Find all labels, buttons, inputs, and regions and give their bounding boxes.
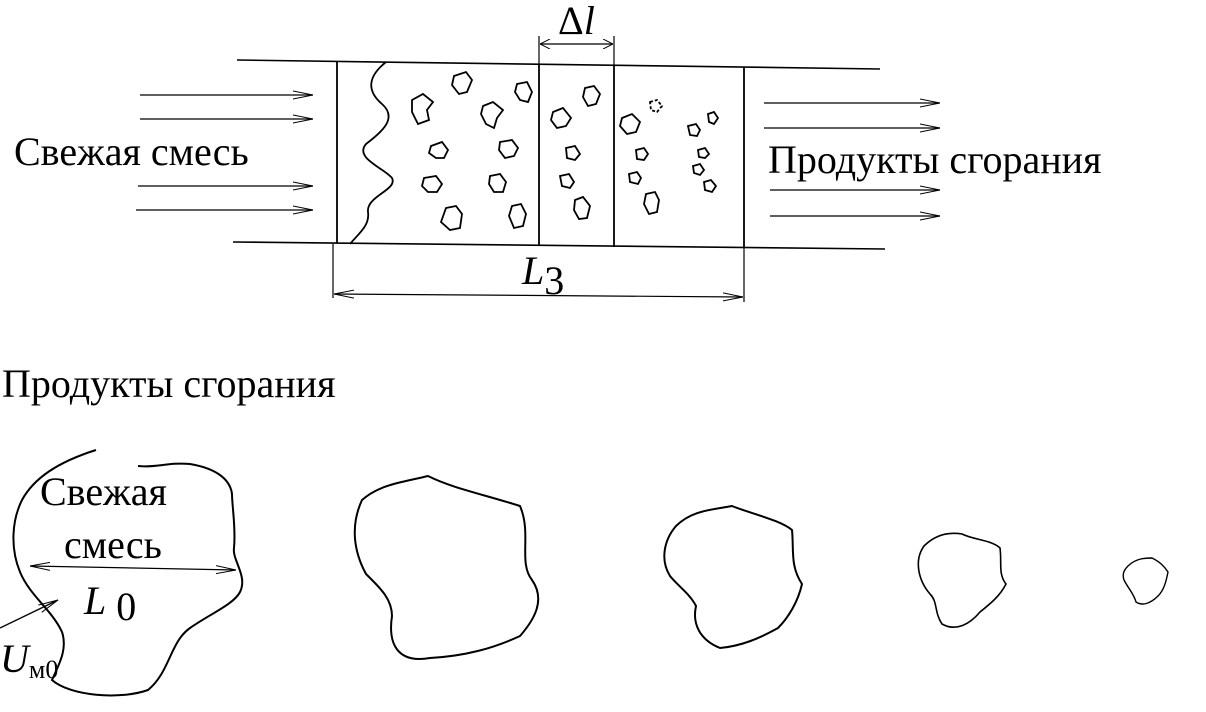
products-label-bottom: Продукты сгорания [2,361,335,406]
l0-dimension-arrow [30,566,236,570]
pocket-blob [619,112,642,135]
pocket-blob [427,140,450,159]
pocket-blob [565,144,582,162]
flame-front-wave [349,61,394,245]
pocket-blob [480,100,505,130]
pocket-blob [643,190,660,216]
pocket-fresh-line2: смесь [64,522,162,567]
um0-label: Uм0 [0,636,58,684]
pocket-blob [411,92,435,126]
pocket-blob [582,84,602,108]
pocket-medium [353,474,540,660]
mixture-pockets [411,70,720,231]
pocket-large [12,449,244,697]
inflow-arrows [136,95,313,210]
pocket-blob [649,98,664,114]
pocket-blob [691,162,706,177]
pocket-blob [498,139,520,160]
pocket-blob [508,202,527,230]
delta-l-label: Δl [558,0,595,43]
pocket-blob [514,80,533,104]
pocket-blob [439,205,463,231]
pocket-blob [421,175,444,193]
channel-diagram: Δl L3 Свежая смесь Продукты сгорания [14,0,1101,303]
pocket-smaller [917,532,1007,628]
pocket-blob [550,106,573,130]
pocket-blob [703,178,718,194]
l3-dimension-arrow [334,294,743,297]
pocket-blob [488,173,507,193]
fresh-mix-label: Свежая смесь [14,129,249,174]
pocket-blob [686,122,702,137]
pocket-fresh-line1: Свежая [40,469,167,514]
pocket-small [663,504,804,650]
pocket-blob [707,110,720,126]
l3-label: L3 [521,248,564,303]
pocket-blob [628,170,643,186]
products-label-right: Продукты сгорания [768,137,1101,182]
channel-bottom-wall [232,241,886,250]
pocket-blob [696,146,711,159]
um0-arrow [0,599,58,629]
pocket-smallest [1122,557,1169,605]
outflow-arrows [764,103,940,216]
pocket-blob [635,146,650,161]
pocket-blob [573,195,591,220]
channel-top-wall [236,59,881,70]
pocket-blob [451,70,474,96]
pocket-blob [558,172,576,190]
